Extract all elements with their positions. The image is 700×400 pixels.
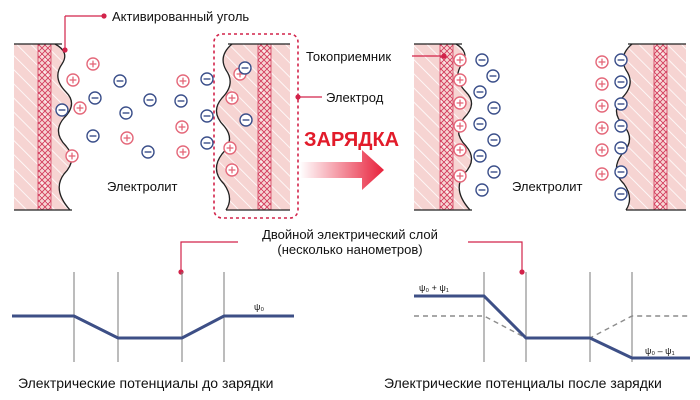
potential-graph-after	[414, 272, 690, 362]
collector-left-after	[439, 43, 454, 211]
potential-graph-before	[12, 272, 294, 362]
label-psi0-before: ψ₀	[254, 302, 264, 312]
collector-right-after	[653, 43, 668, 211]
callout-current-collector	[412, 53, 447, 59]
label-electrolyte-after: Электролит	[512, 179, 583, 194]
charging-label: ЗАРЯДКА	[304, 129, 399, 151]
electrode-right-before	[215, 43, 290, 211]
label-activated-carbon: Активированный уголь	[112, 9, 249, 24]
label-psi-plus: ψ₀ + ψ₁	[419, 283, 449, 293]
label-electrode: Электрод	[326, 90, 384, 105]
collector-right-before	[257, 43, 272, 211]
label-double-layer-sub: (несколько нанометров)	[277, 242, 422, 257]
caption-before: Электрические потенциалы до зарядки	[18, 375, 274, 391]
caption-after: Электрические потенциалы после зарядки	[384, 375, 662, 391]
charging-arrow-icon	[300, 150, 384, 190]
callout-activated-carbon	[62, 13, 107, 53]
callout-double-layer	[178, 241, 525, 275]
label-psi-minus: ψ₀ – ψ₁	[645, 346, 675, 356]
label-double-layer: Двойной электрический слой	[262, 227, 438, 242]
electrode-right-after	[615, 43, 686, 211]
electrode-highlight-box	[213, 33, 299, 219]
collector-left-before	[37, 43, 52, 211]
label-current-collector: Токоприемник	[306, 49, 391, 64]
label-electrolyte-before: Электролит	[107, 179, 178, 194]
callout-electrode	[295, 94, 322, 100]
electrode-left-before	[14, 43, 73, 211]
